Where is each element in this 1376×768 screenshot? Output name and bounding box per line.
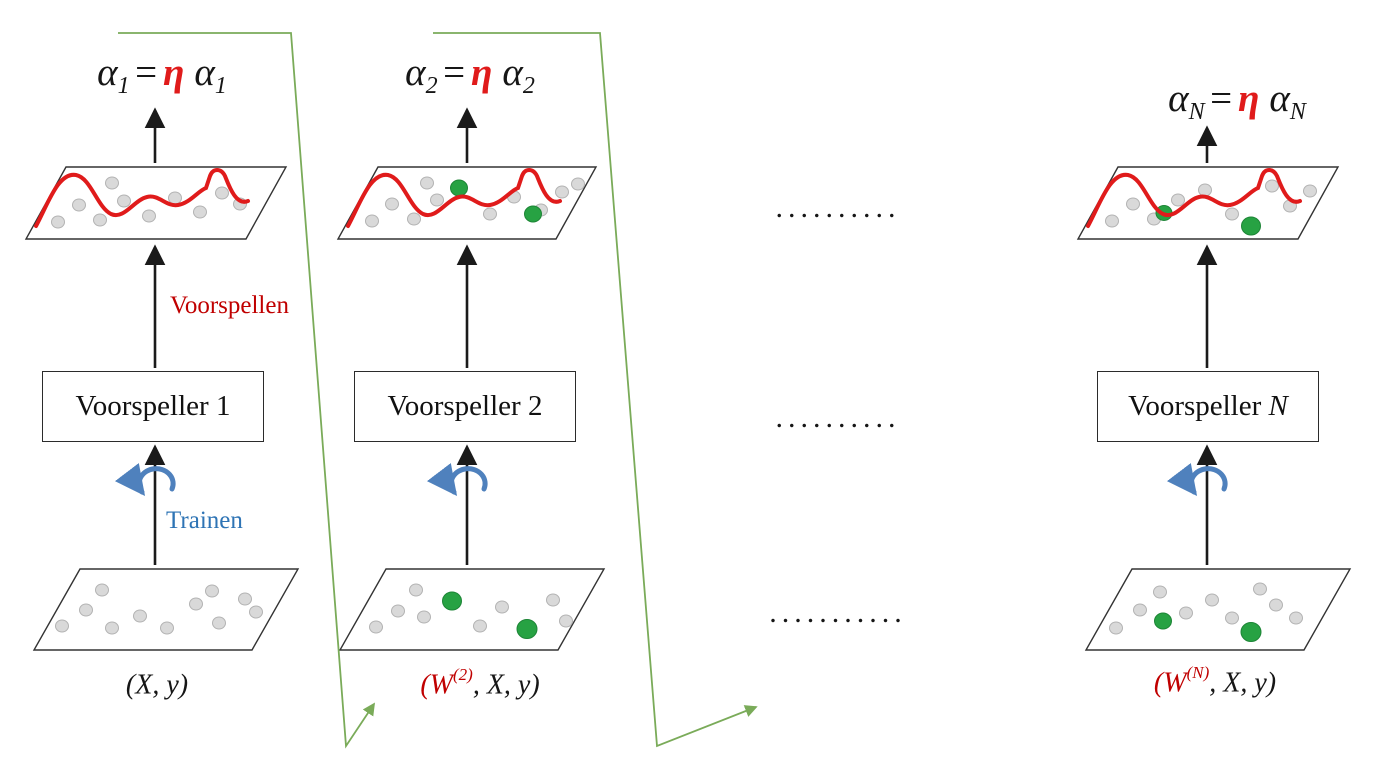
weighted-sample-dot <box>442 591 462 611</box>
ellipsis-row-bottom: ........... <box>769 596 907 629</box>
alpha-symbol: α <box>1269 77 1290 120</box>
dataset-label-n: (W(N), X, y) <box>1153 663 1277 699</box>
ellipsis-row-middle: .......... <box>775 401 901 434</box>
alpha-symbol: α <box>194 51 215 94</box>
dataset-plane-2 <box>338 568 606 651</box>
alpha-symbol: α <box>97 51 118 94</box>
model-curve-n <box>1086 168 1302 228</box>
weight-term: (W <box>1153 667 1187 699</box>
weighted-sample-dot <box>450 179 468 197</box>
weighted-sample-dot <box>1240 622 1262 642</box>
predictor-box-1: Voorspeller 1 <box>42 371 264 442</box>
weighted-sample-dot <box>1154 612 1172 630</box>
weighted-sample-dot <box>516 619 538 639</box>
predictor-box-n: Voorspeller N <box>1097 371 1319 442</box>
predictor-box-2: Voorspeller 2 <box>354 371 576 442</box>
predictor-label-n: N <box>1268 390 1288 422</box>
eta-symbol: η <box>470 51 493 94</box>
column-2-graphics <box>336 107 606 651</box>
eta-symbol: η <box>162 51 185 94</box>
weighted-sample-dot <box>524 205 542 223</box>
prediction-samples-2 <box>365 176 585 228</box>
weight-term: (W <box>420 669 453 701</box>
model-curve-2 <box>346 168 562 228</box>
dataset-plane-n <box>1084 568 1352 651</box>
column-n-graphics <box>1076 125 1352 651</box>
alpha-symbol: α <box>1168 77 1189 120</box>
predictor-label: Voorspeller 2 <box>387 390 543 422</box>
model-curve-1 <box>34 168 250 228</box>
column-1-graphics <box>24 107 300 651</box>
dataset-label-2: (W(2), X, y) <box>420 665 540 701</box>
dataset-label-1: (X, y) <box>125 669 189 701</box>
train-cycle-arrow-icon-2 <box>426 463 488 496</box>
train-cycle-arrow-icon-1 <box>114 463 176 496</box>
alpha-symbol: α <box>405 51 426 94</box>
weight-update-connector-2 <box>433 32 758 748</box>
weight-update-connector-1 <box>118 32 375 749</box>
ellipsis-row-top: .......... <box>775 191 901 224</box>
predictor-label: Voorspeller 1 <box>75 390 231 422</box>
eta-symbol: η <box>1237 77 1260 120</box>
alpha-symbol: α <box>502 51 523 94</box>
prediction-samples-1 <box>51 176 247 229</box>
voorspellen-label: Voorspellen <box>170 292 289 319</box>
trainen-label: Trainen <box>166 507 243 534</box>
dataset-samples-2 <box>369 583 573 639</box>
weighted-sample-dot <box>1241 216 1261 236</box>
dataset-samples-1 <box>55 583 263 635</box>
predictor-label: Voorspeller <box>1128 390 1269 422</box>
dataset-samples-n <box>1109 582 1303 642</box>
train-cycle-arrow-icon-n <box>1166 463 1228 496</box>
